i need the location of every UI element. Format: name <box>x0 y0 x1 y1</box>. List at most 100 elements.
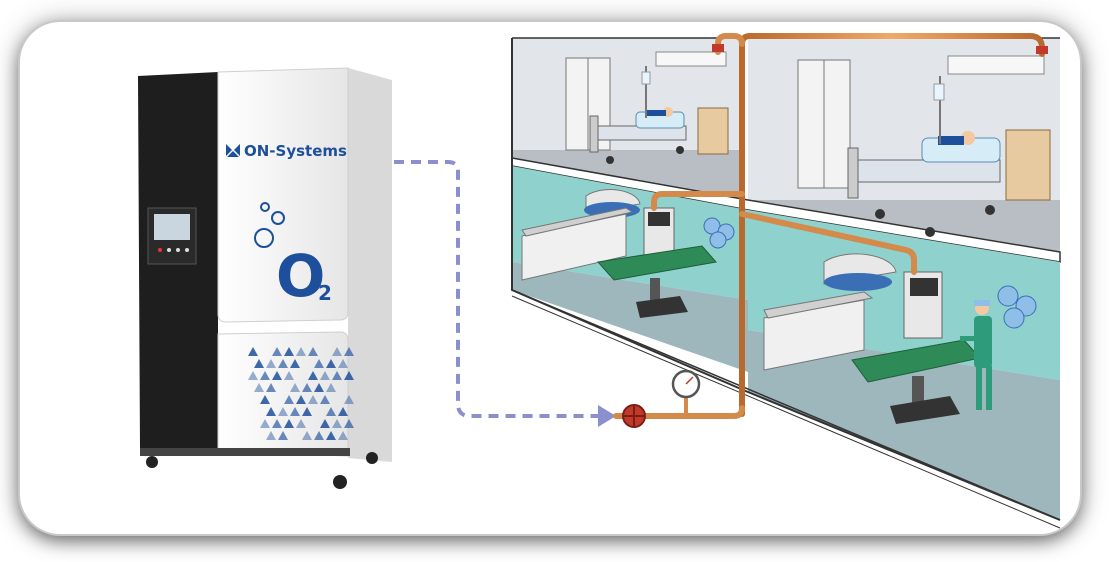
ward-1-branch-pipe <box>715 33 745 55</box>
bubbles-graphic <box>254 202 285 248</box>
pattern-triangle <box>278 431 288 440</box>
operating-room-1-floor <box>512 262 748 372</box>
surgical-lamp-2 <box>823 253 897 291</box>
supply-line-pipe <box>613 405 745 419</box>
pattern-triangle <box>344 347 354 356</box>
pattern-triangle <box>314 431 324 440</box>
anesthesia-machine-1 <box>643 207 675 259</box>
pattern-triangle <box>332 419 342 428</box>
pattern-triangle <box>278 359 288 368</box>
o2-symbol: O <box>276 242 325 310</box>
pattern-triangle <box>308 395 318 404</box>
pattern-triangle <box>314 359 324 368</box>
pattern-triangle <box>320 419 330 428</box>
iv-stand-1 <box>641 66 651 118</box>
pattern-triangle <box>272 419 282 428</box>
pattern-triangle <box>260 419 270 428</box>
wardrobe-2 <box>797 59 851 189</box>
brand-logo: ON-Systems <box>226 142 347 160</box>
pattern-triangle <box>284 347 294 356</box>
pattern-triangle <box>254 383 264 392</box>
flow-arrowhead <box>598 405 616 427</box>
pattern-triangle <box>326 383 336 392</box>
pattern-triangle <box>302 431 312 440</box>
pattern-triangle <box>326 407 336 416</box>
pattern-triangle <box>326 359 336 368</box>
or-2-branch-pipe <box>739 211 917 275</box>
anesthesia-machine-2 <box>903 271 943 339</box>
oxygen-generator-cabinet: ON-Systems O 2 <box>138 67 392 489</box>
pattern-triangle <box>248 371 258 380</box>
triangle-pattern <box>248 347 354 440</box>
pattern-triangle <box>326 431 336 440</box>
pattern-triangle <box>254 359 264 368</box>
pattern-triangle <box>266 431 276 440</box>
pattern-triangle <box>284 371 294 380</box>
cabinet-lower-door <box>217 331 349 457</box>
pattern-triangle <box>302 407 312 416</box>
hospital-bed-1 <box>589 107 687 164</box>
cabinet-side-panel <box>348 68 392 462</box>
shutoff-valve <box>622 404 646 428</box>
pattern-triangle <box>290 359 300 368</box>
pattern-triangle <box>284 395 294 404</box>
pattern-triangle <box>248 347 258 356</box>
pattern-triangle <box>314 383 324 392</box>
control-indicator-light <box>158 248 162 252</box>
pattern-triangle <box>344 419 354 428</box>
outlet-cap-ward-2 <box>1036 46 1048 54</box>
brand-logo-icon <box>226 144 240 157</box>
air-conditioner-2 <box>947 55 1045 75</box>
brand-name: ON-Systems <box>244 142 347 160</box>
air-conditioner-1 <box>655 51 727 67</box>
pattern-triangle <box>338 407 348 416</box>
hospital-building <box>511 37 1061 529</box>
bedside-cabinet-1 <box>697 107 729 155</box>
pattern-triangle <box>344 371 354 380</box>
pattern-triangle <box>272 347 282 356</box>
pattern-triangle <box>296 395 306 404</box>
or-1-branch-pipe <box>651 191 745 211</box>
pattern-triangle <box>332 347 342 356</box>
pattern-triangle <box>278 407 288 416</box>
outlet-cap-ward-1 <box>712 44 724 52</box>
pattern-triangle <box>284 419 294 428</box>
pattern-triangle <box>338 431 348 440</box>
pressure-gauge <box>671 369 701 416</box>
pattern-triangle <box>266 407 276 416</box>
pattern-triangle <box>320 395 330 404</box>
pattern-triangle <box>260 395 270 404</box>
o2-subscript: 2 <box>318 281 332 305</box>
surgical-lamp-1b <box>703 217 735 249</box>
pattern-triangle <box>290 383 300 392</box>
pattern-triangle <box>308 371 318 380</box>
cabinet-wheel-back <box>366 452 378 464</box>
copper-pipe-network <box>613 33 1045 419</box>
cabinet-wheel-front <box>333 475 347 489</box>
pattern-triangle <box>266 383 276 392</box>
pattern-triangle <box>320 371 330 380</box>
ward-room-1-floor <box>512 150 740 200</box>
hospital-bed-2 <box>847 131 1001 237</box>
iv-stand-2 <box>933 76 945 144</box>
pattern-triangle <box>344 395 354 404</box>
pattern-triangle <box>338 359 348 368</box>
control-screen <box>154 214 190 240</box>
cabinet-wheel-left <box>146 456 158 468</box>
surgeon-figure <box>960 300 992 410</box>
pattern-triangle <box>266 359 276 368</box>
operating-table-1 <box>597 245 717 318</box>
oxygen-flow-arrow <box>394 160 604 418</box>
surgical-lamp-2b <box>997 285 1037 329</box>
cabinet-counter-2 <box>763 291 874 371</box>
pattern-triangle <box>272 371 282 380</box>
cabinet-counter-1 <box>521 207 634 281</box>
pattern-triangle <box>308 347 318 356</box>
pattern-triangle <box>290 407 300 416</box>
pattern-triangle <box>296 347 306 356</box>
pattern-triangle <box>260 371 270 380</box>
pattern-triangle <box>296 419 306 428</box>
cabinet-upper-door <box>217 67 349 323</box>
